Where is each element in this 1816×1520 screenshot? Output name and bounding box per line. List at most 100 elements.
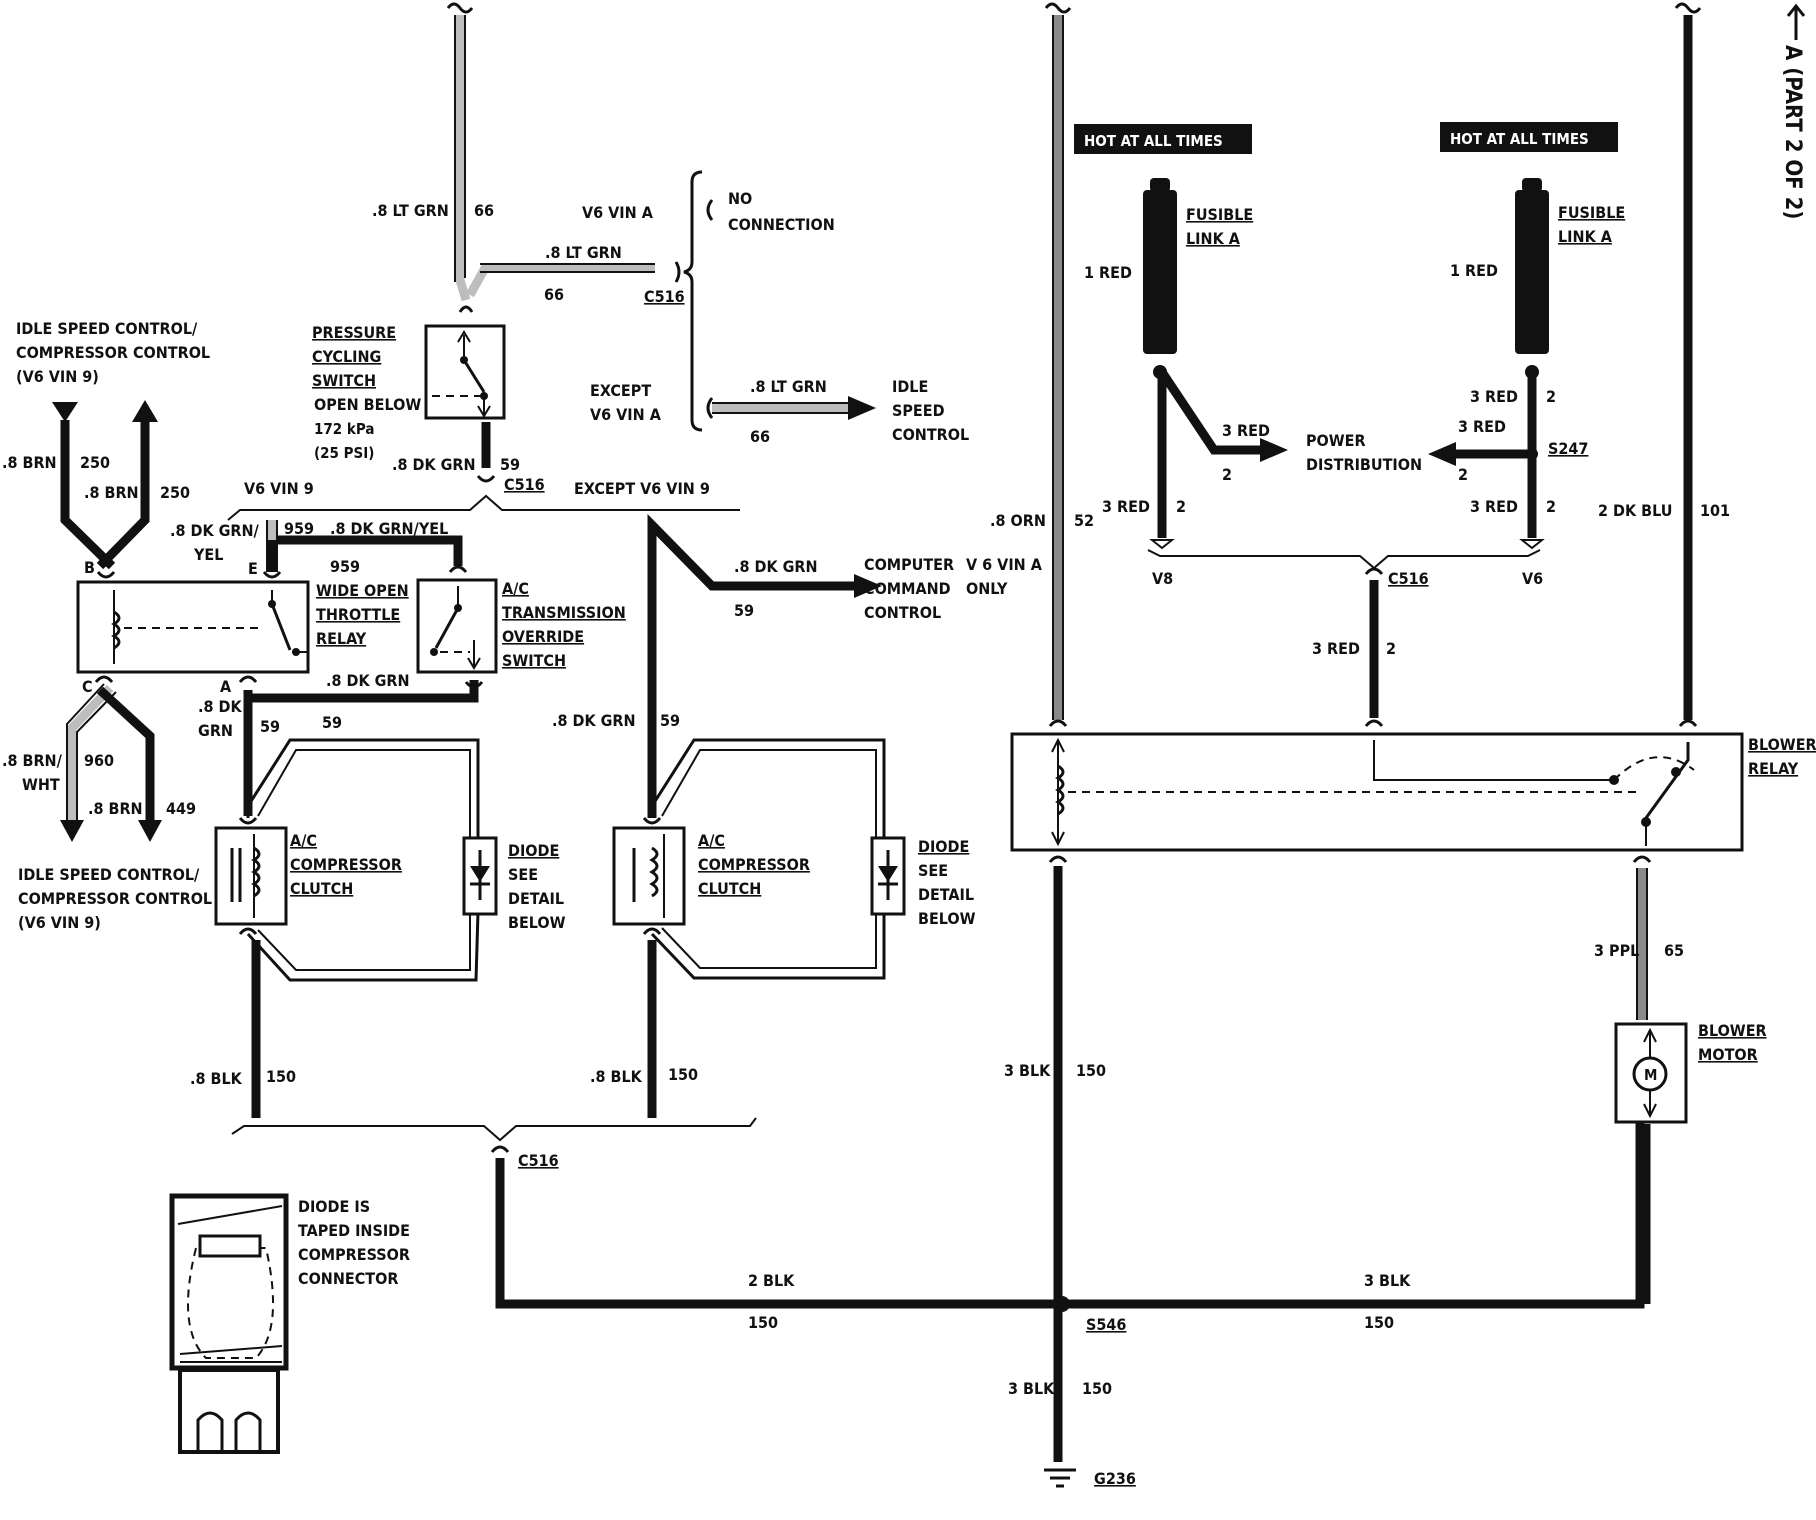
wire-label-150-a: 150 <box>266 1067 296 1086</box>
wire-66-top <box>455 15 471 302</box>
no-connection-1: NO <box>728 189 752 208</box>
connector-c516-red: C516 <box>1388 569 1429 588</box>
wire-label-lt-grn-c: .8 LT GRN <box>750 377 827 396</box>
hot-label-v8: HOT AT ALL TIMES <box>1084 132 1223 150</box>
diode-center-3: DETAIL <box>918 885 974 904</box>
wire-label-2-v8-a: 2 <box>1222 465 1232 484</box>
wire-label-dk-grn-split-2: GRN <box>198 721 233 740</box>
wire-label-ppl: 3 PPL <box>1594 941 1639 960</box>
pressure-switch-5: 172 kPa <box>314 420 374 438</box>
c516-mark-ground <box>490 1145 510 1153</box>
diode-note-2: TAPED INSIDE <box>298 1221 410 1240</box>
clutch-center-3: CLUTCH <box>698 879 761 898</box>
ato-switch-3: OVERRIDE <box>502 627 584 646</box>
wire-250-b <box>96 420 150 570</box>
dest-ccc-1: COMPUTER <box>864 555 954 574</box>
arrow-pd-v8 <box>1260 438 1288 462</box>
ato-switch-2: TRANSMISSION <box>502 603 626 622</box>
wot-relay-3: RELAY <box>316 629 367 648</box>
side-arrow <box>1786 3 1806 40</box>
dest-idle-speed-2: SPEED <box>892 401 945 420</box>
wire-449 <box>96 686 155 820</box>
diode-note-1: DIODE IS <box>298 1197 370 1216</box>
diode-left <box>462 836 498 916</box>
wire-label-red3-v6-c: 3 RED <box>1470 497 1518 516</box>
c516-mark-c <box>94 675 114 683</box>
diode-center-1: DIODE <box>918 837 969 856</box>
wire-label-dk-grn-split-1: .8 DK <box>198 697 242 716</box>
connector-g236: G236 <box>1094 1469 1136 1488</box>
wire-label-150-f: 150 <box>1082 1379 1112 1398</box>
power-distribution-2: DISTRIBUTION <box>1306 455 1422 474</box>
wire-label-red1-v6: 1 RED <box>1450 261 1498 280</box>
wire-label-150-c: 150 <box>748 1313 778 1332</box>
wire-label-250-a: 250 <box>80 453 110 472</box>
fusible-link-v6-1: FUSIBLE <box>1558 203 1625 222</box>
wire-960-edge <box>66 683 117 820</box>
wire-label-959-b: 959 <box>330 557 360 576</box>
c516-mark-red <box>1364 567 1384 575</box>
vin-bus-bracket <box>227 494 740 521</box>
clutch-center-2: COMPRESSOR <box>698 855 810 874</box>
connector-c516-top: C516 <box>644 287 685 306</box>
wire-66-branch <box>466 263 655 298</box>
wire-label-150-e: 150 <box>1076 1061 1106 1080</box>
wire-959-a-edge <box>266 520 278 572</box>
arrow-brn-out <box>132 400 158 422</box>
v8-v6-bracket <box>1147 549 1541 570</box>
pressure-switch-4: OPEN BELOW <box>314 395 421 414</box>
wide-open-throttle-relay <box>76 571 310 674</box>
wire-label-orn: .8 ORN <box>990 511 1046 530</box>
c516-connector-mark-2 <box>706 397 714 419</box>
wire-59-center <box>647 514 856 818</box>
wire-label-red3-v6-a: 3 RED <box>1470 387 1518 406</box>
wire-label-brn-b: .8 BRN <box>84 483 139 502</box>
diode-connector-detail <box>169 1193 289 1454</box>
power-distribution-1: POWER <box>1306 431 1366 450</box>
wire-label-2-c: 2 <box>1386 639 1396 658</box>
diode-note-3: COMPRESSOR <box>298 1245 410 1264</box>
except-v6-vin-a-1: EXCEPT <box>590 381 651 400</box>
connector-c516-switch: C516 <box>504 475 545 494</box>
wire-label-blk2: 2 BLK <box>748 1271 795 1290</box>
wot-relay-2: THROTTLE <box>316 605 400 624</box>
break-mark-66 <box>446 2 474 14</box>
wire-label-dk-grn-b: .8 DK GRN <box>326 671 410 690</box>
wire-label-150-d: 150 <box>1364 1313 1394 1332</box>
wire-label-blk3-a: 3 BLK <box>1364 1271 1411 1290</box>
condition-v6: V6 <box>1522 569 1543 588</box>
side-label: A (PART 2 OF 2) <box>1780 45 1805 219</box>
break-mark-101 <box>1674 2 1702 14</box>
wire-66-top-edge <box>454 15 466 282</box>
condition-v6-vin-9: V6 VIN 9 <box>244 479 314 498</box>
wire-label-2-v6-a: 2 <box>1546 387 1556 406</box>
fusible-link-v8 <box>1143 178 1177 354</box>
wire-label-dk-blu: 2 DK BLU <box>1598 501 1672 520</box>
diode-left-4: BELOW <box>508 913 566 932</box>
c516-mark-a <box>238 675 258 683</box>
wire-label-lt-grn-b: .8 LT GRN <box>545 243 622 262</box>
c516-mark-switch <box>476 475 496 483</box>
splice-s546 <box>1054 1296 1070 1312</box>
wire-65-edge <box>1636 868 1648 1020</box>
fusible-link-v8-1: FUSIBLE <box>1186 205 1253 224</box>
wire-66-idle-edge <box>712 402 850 414</box>
clutch-left-3: CLUTCH <box>290 879 353 898</box>
diode-center <box>870 836 906 916</box>
dest-v6-only-2: ONLY <box>966 579 1008 598</box>
terminal-c: C <box>82 677 93 696</box>
wire-label-59-d: 59 <box>734 601 754 620</box>
wire-label-blk8-b: .8 BLK <box>590 1067 643 1086</box>
blower-relay-1: BLOWER <box>1748 735 1816 754</box>
dest-idle-bottom-3: (V6 VIN 9) <box>18 913 101 932</box>
ground-mark-v6 <box>1519 539 1545 550</box>
blower-motor-1: BLOWER <box>1698 1021 1767 1040</box>
wire-label-59-c: 59 <box>322 713 342 732</box>
dest-v6-only-1: V 6 VIN A <box>966 555 1043 574</box>
terminal-e: E <box>248 559 258 578</box>
blower-motor-2: MOTOR <box>1698 1045 1758 1064</box>
wire-label-brn-c: .8 BRN <box>88 799 143 818</box>
wire-label-2-v6-b: 2 <box>1458 465 1468 484</box>
wire-960 <box>67 684 114 820</box>
